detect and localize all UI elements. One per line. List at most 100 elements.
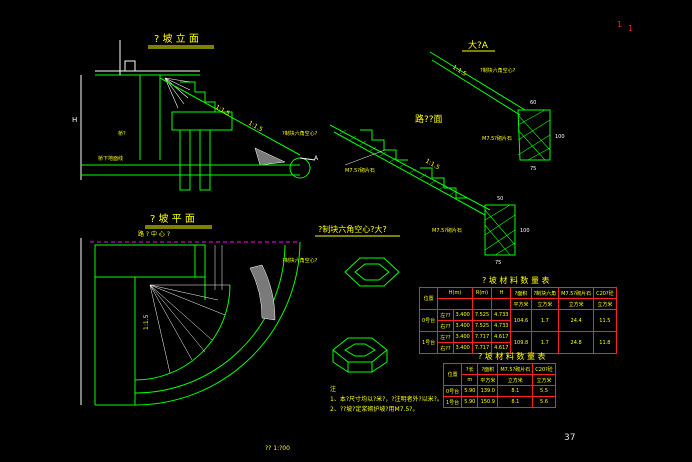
table-header-cell: ?制块六角: [530, 287, 560, 299]
table-cell: 11.8: [593, 331, 617, 354]
table-header-cell: H(m): [437, 287, 473, 299]
table-header-cell: 位置: [442, 363, 463, 386]
table-cell: 5.90: [461, 396, 479, 408]
detail-a-view: 大?A 1:1.5 ?制块六角空心? M7.5?砌片石 60 100 75: [429, 39, 565, 172]
table-cell: 0号台: [442, 385, 463, 397]
detail-b-mortar-1: M7.5?砌片石: [345, 167, 375, 174]
table-unit-cell: 立方米: [530, 298, 560, 310]
table-cell: 3.400: [452, 309, 473, 321]
table-cell: 5.5: [532, 385, 556, 397]
detail-a-fill: ?制块六角空心?: [480, 67, 516, 74]
table-unit-cell: [437, 298, 473, 310]
table-header-row: 位置 ?长 ?面积 M7.5?砌片石 C20?砼: [442, 363, 556, 386]
table-cell: 左??: [437, 331, 454, 343]
plan-title: ? 坡 平 面: [150, 212, 195, 225]
table-cell: 3.400: [452, 342, 473, 354]
materials-table: 位置 H(m) R(m) H ?面积 ?制块六角 M7.5?砌片石 C20?砼 …: [418, 287, 617, 354]
detail-a-dim-3: 75: [530, 166, 536, 172]
table-unit-cell: [491, 298, 512, 310]
table-unit-cell: [471, 298, 493, 310]
plan-top-label: 路 ? 中 心 ?: [138, 230, 170, 238]
detail-b-dim-1: 50: [497, 196, 503, 202]
table-row: 0号台 左?? 3.400 7.525 4.733 104.6 1.7 24.4…: [418, 309, 617, 332]
detail-a-title: 大?A: [468, 39, 489, 51]
table-cell: 5.90: [461, 385, 479, 397]
table-cell: 150.9: [477, 396, 499, 408]
table-unit-cell: 平方米: [510, 298, 532, 310]
detail-b-title: 路??面: [415, 113, 443, 125]
table-row: 0号台 5.90 139.0 8.1 5.5: [442, 385, 556, 397]
table-header-cell: R(m): [471, 287, 493, 299]
table-cell: 24.4: [558, 309, 595, 332]
table-cell: 右??: [437, 342, 454, 354]
hex-block-detail: ?制块六角空心?大?: [315, 224, 400, 373]
drawing-footer: ?? 1:?00: [265, 445, 290, 452]
notes-line-2: 2、??坡?定浆砌护坡?用M7.5?。: [330, 406, 419, 413]
table-header-cell: C20?砼: [593, 287, 617, 299]
plan-slope-label: 1:1.5: [143, 314, 150, 330]
corner-mark-2: 1: [628, 24, 633, 33]
table-header-cell: ?面积: [510, 287, 532, 299]
table-cell: 139.0: [477, 385, 499, 397]
elev-pier-label: 桥?: [118, 130, 126, 137]
table-row: 右?? 3.400 7.525 4.733: [420, 320, 617, 332]
corner-mark-1: 1: [617, 20, 622, 29]
table-header-cell: ?面积: [477, 363, 499, 375]
table-cell: 24.8: [558, 331, 595, 354]
elev-ground-label: 桥下地面线: [98, 155, 123, 162]
detail-a-slope: 1:1.5: [451, 64, 468, 78]
elev-slope-label-2: 1:1.5: [247, 120, 264, 134]
hex-title: ?制块六角空心?大?: [318, 224, 387, 234]
table-cell: 7.717: [471, 331, 493, 343]
table-cell: 3.400: [452, 320, 473, 332]
table-row: 1号台 左?? 3.400 7.717 4.617 109.8 1.7 24.8…: [418, 331, 617, 354]
detail-b-mortar-2: M7.5?砌片石: [432, 227, 462, 234]
detail-a-dim-1: 60: [530, 100, 536, 106]
table-row: 右?? 3.400 7.717 4.617: [420, 342, 617, 354]
table-cell: 7.525: [471, 320, 493, 332]
detail-a-mortar: M7.5?砌片石: [482, 135, 512, 142]
table-header-cell: M7.5?砌片石: [558, 287, 595, 299]
elev-fill-label: ?制块六角空心?: [282, 130, 318, 137]
notes-head: 注: [330, 386, 337, 393]
table-cell: 右??: [437, 320, 454, 332]
table-unit-cell: m: [461, 374, 479, 386]
table-cell: 7.525: [471, 309, 493, 321]
guard-table: 位置 ?长 ?面积 M7.5?砌片石 C20?砼 m 平方米 立方米 立方米 0…: [442, 363, 556, 408]
page-number: 37: [564, 433, 576, 443]
table-header-cell: C20?砼: [532, 363, 556, 375]
notes-line-1: 1、本?尺寸均以?米?，?注明者外?以米?。: [330, 396, 443, 403]
table-cell: 4.617: [491, 342, 512, 354]
table-header-row: 位置 H(m) R(m) H ?面积 ?制块六角 M7.5?砌片石 C20?砼: [418, 287, 617, 310]
table-cell: 0号台: [418, 309, 439, 332]
plan-view: ? 坡 平 面 路 ? 中 心 ? 1:1.5 ?制块六角: [80, 212, 318, 406]
table-cell: 11.5: [593, 309, 617, 332]
table-unit-cell: 立方米: [593, 298, 617, 310]
elev-height-label: H: [72, 116, 77, 124]
table-cell: 1号台: [418, 331, 439, 354]
table-unit-cell: 立方米: [532, 374, 556, 386]
table-unit-row: 平方米 立方米 立方米 立方米: [420, 298, 617, 310]
table-cell: 4.617: [491, 331, 512, 343]
table-unit-cell: 立方米: [558, 298, 595, 310]
detail-b-dim-3: 75: [495, 260, 501, 266]
elevation-view: ? 坡 立 面 H 桥? 1:1.5 1:1.5 ?制块六角空心?: [72, 32, 319, 191]
table-cell: 8.1: [497, 396, 534, 408]
table-header-cell: M7.5?砌片石: [497, 363, 534, 375]
table-row: 1号台 5.90 150.9 8.1 5.6: [442, 396, 556, 408]
table-unit-cell: 平方米: [477, 374, 499, 386]
guard-table-title: ? 坡 材 料 数 量 表: [478, 352, 546, 361]
table-header-cell: H: [491, 287, 512, 299]
table-cell: 104.6: [510, 309, 532, 332]
table-cell: 4.733: [491, 320, 512, 332]
elev-slope-label-1: 1:1.5: [214, 104, 231, 118]
elevation-title: ? 坡 立 面: [154, 32, 199, 45]
table-cell: 4.733: [491, 309, 512, 321]
detail-b-dim-2: 100: [520, 228, 530, 234]
elev-detail-a-marker: A: [314, 155, 319, 162]
table-cell: 8.1: [497, 385, 534, 397]
table-cell: 1.7: [530, 309, 560, 332]
table-unit-cell: 立方米: [497, 374, 534, 386]
table-cell: 左??: [437, 309, 454, 321]
